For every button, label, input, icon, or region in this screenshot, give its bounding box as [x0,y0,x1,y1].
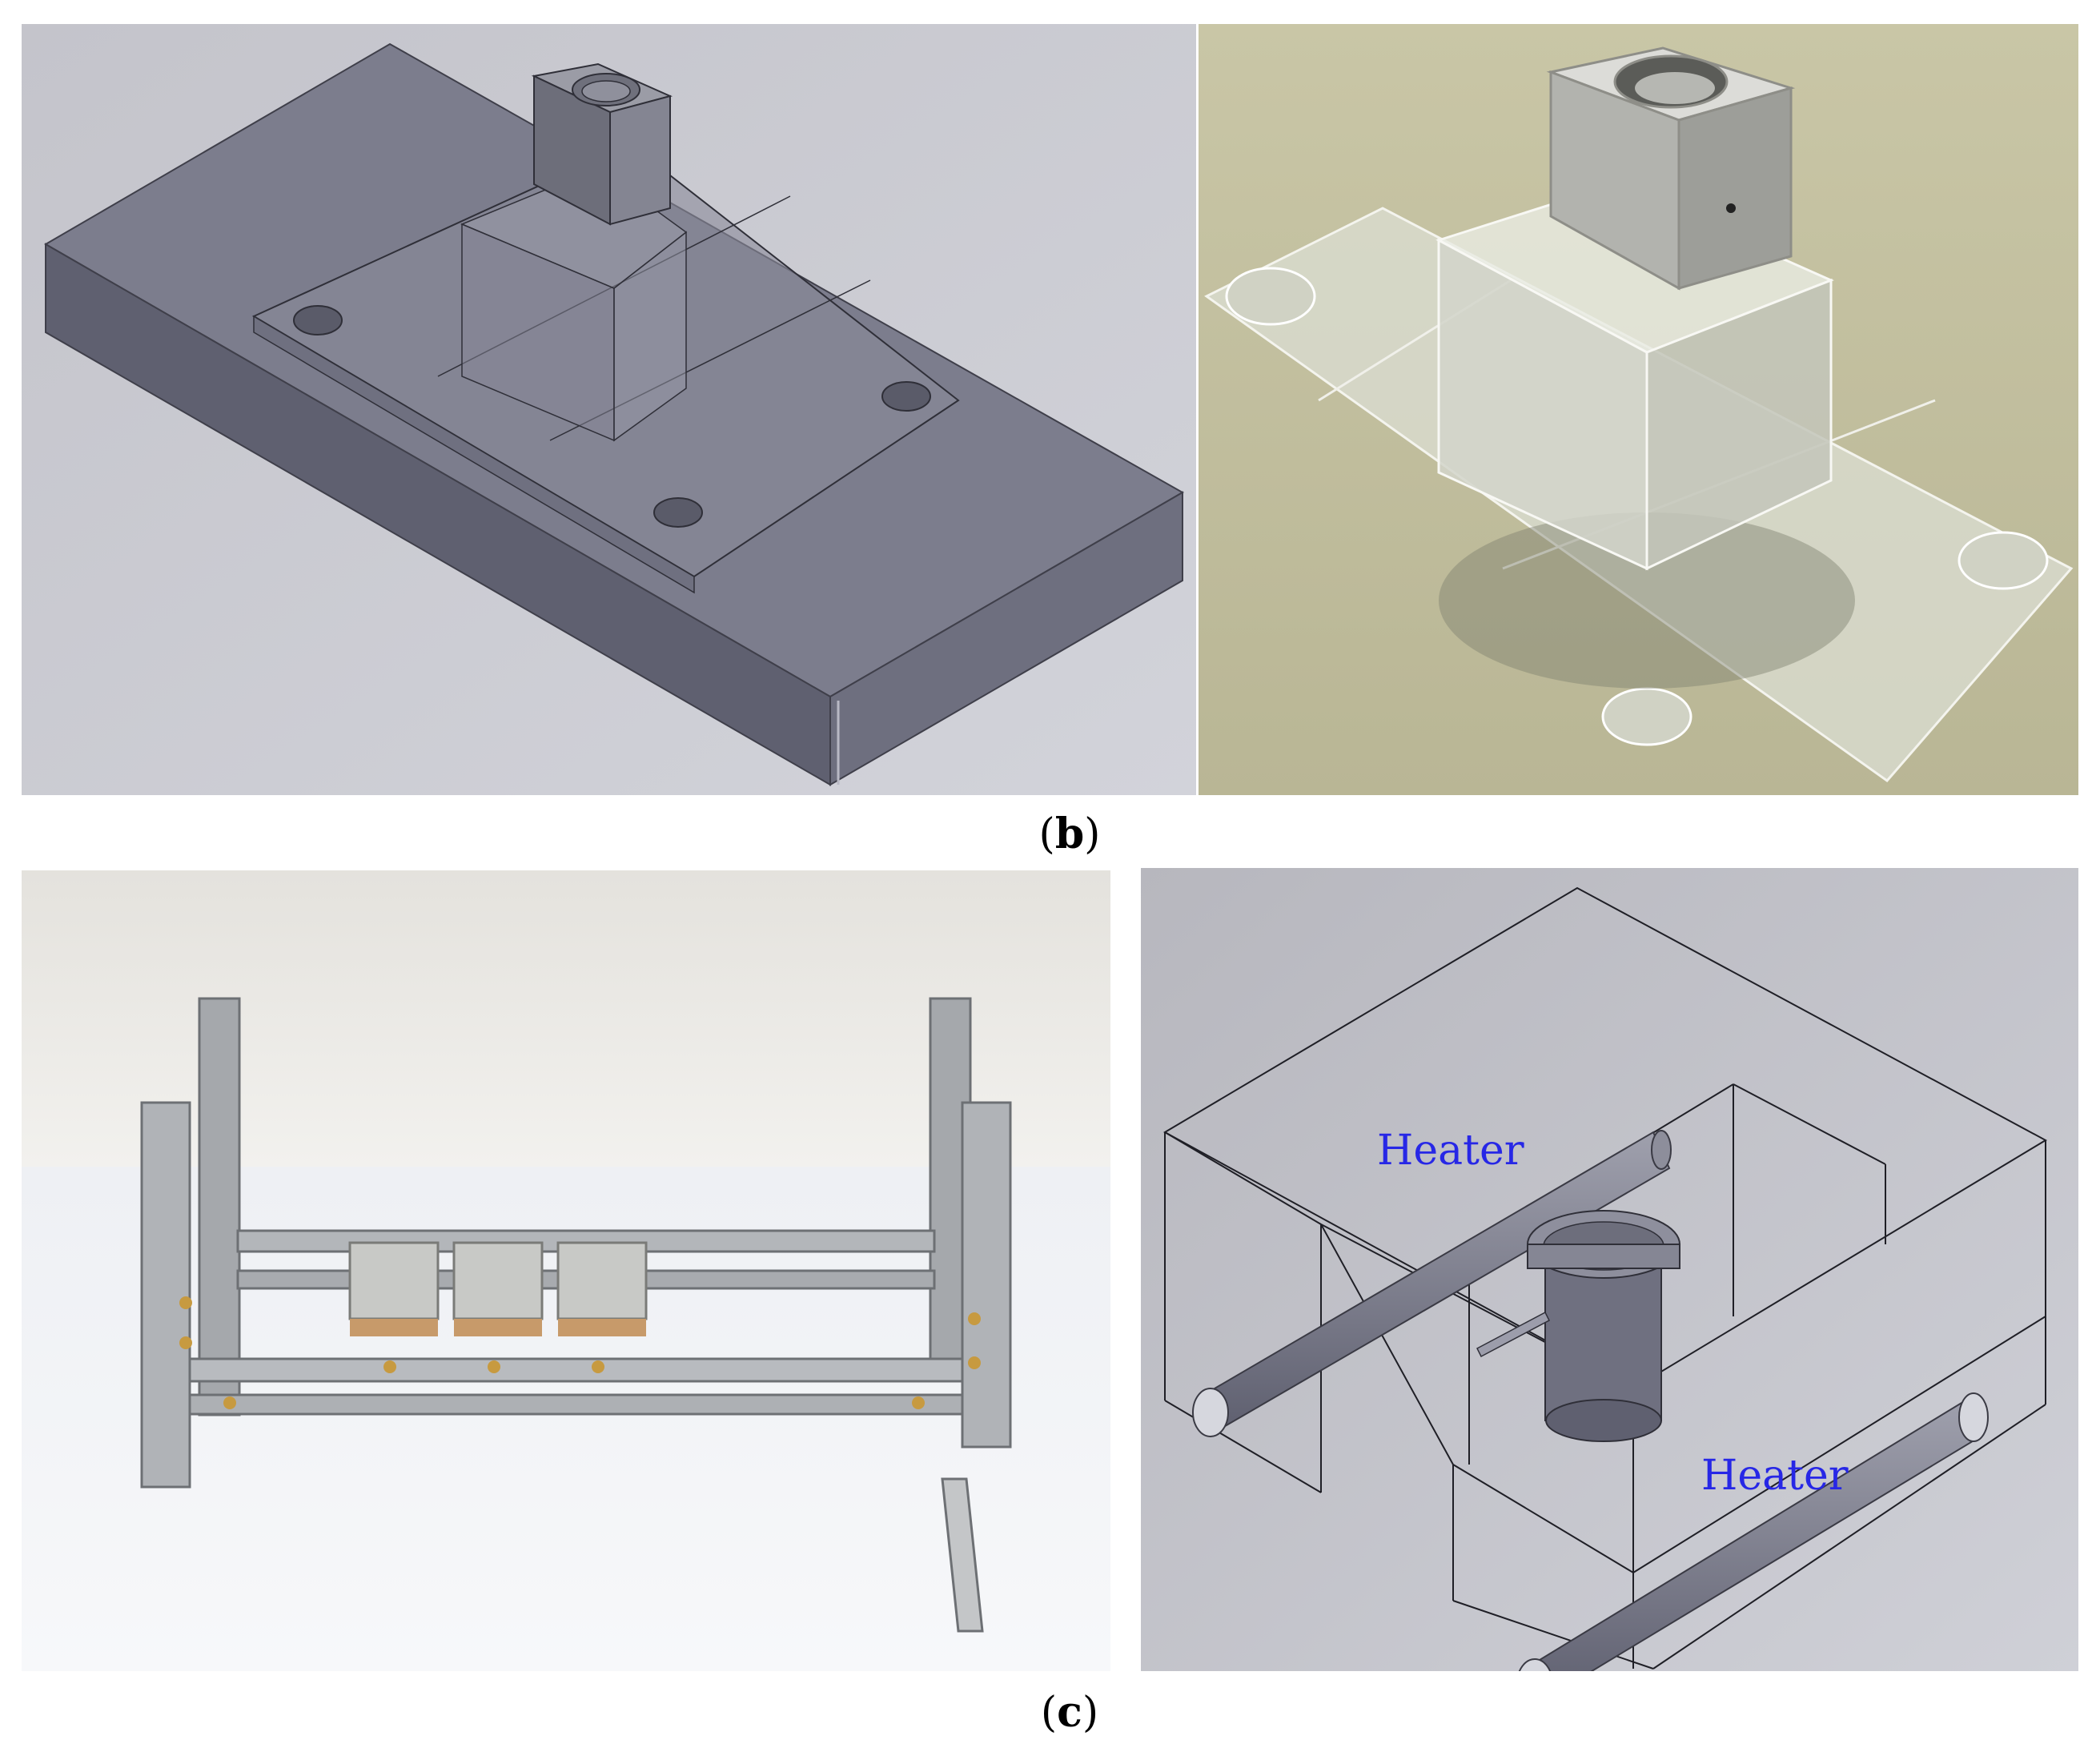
cad-base-plate-drawing [22,24,1196,795]
photo-acrylic-fixture-image [1199,24,2078,795]
caption-c-letter: c [1057,1688,1082,1737]
caption-b: (b) [1038,810,1101,858]
cad-heater-section-drawing [1141,868,2078,1671]
cad-base-plate-panel [22,24,1196,795]
photo-aluminium-frame-panel [22,870,1110,1671]
photo-acrylic-fixture-panel [1199,24,2078,795]
photo-aluminium-frame-image [22,870,1110,1671]
cad-heater-section-panel: Heater Heater [1141,868,2078,1671]
caption-c: (c) [1040,1688,1099,1737]
caption-b-letter: b [1054,810,1085,858]
heater-label-top: Heater [1377,1127,1524,1175]
heater-label-bottom: Heater [1701,1452,1849,1500]
